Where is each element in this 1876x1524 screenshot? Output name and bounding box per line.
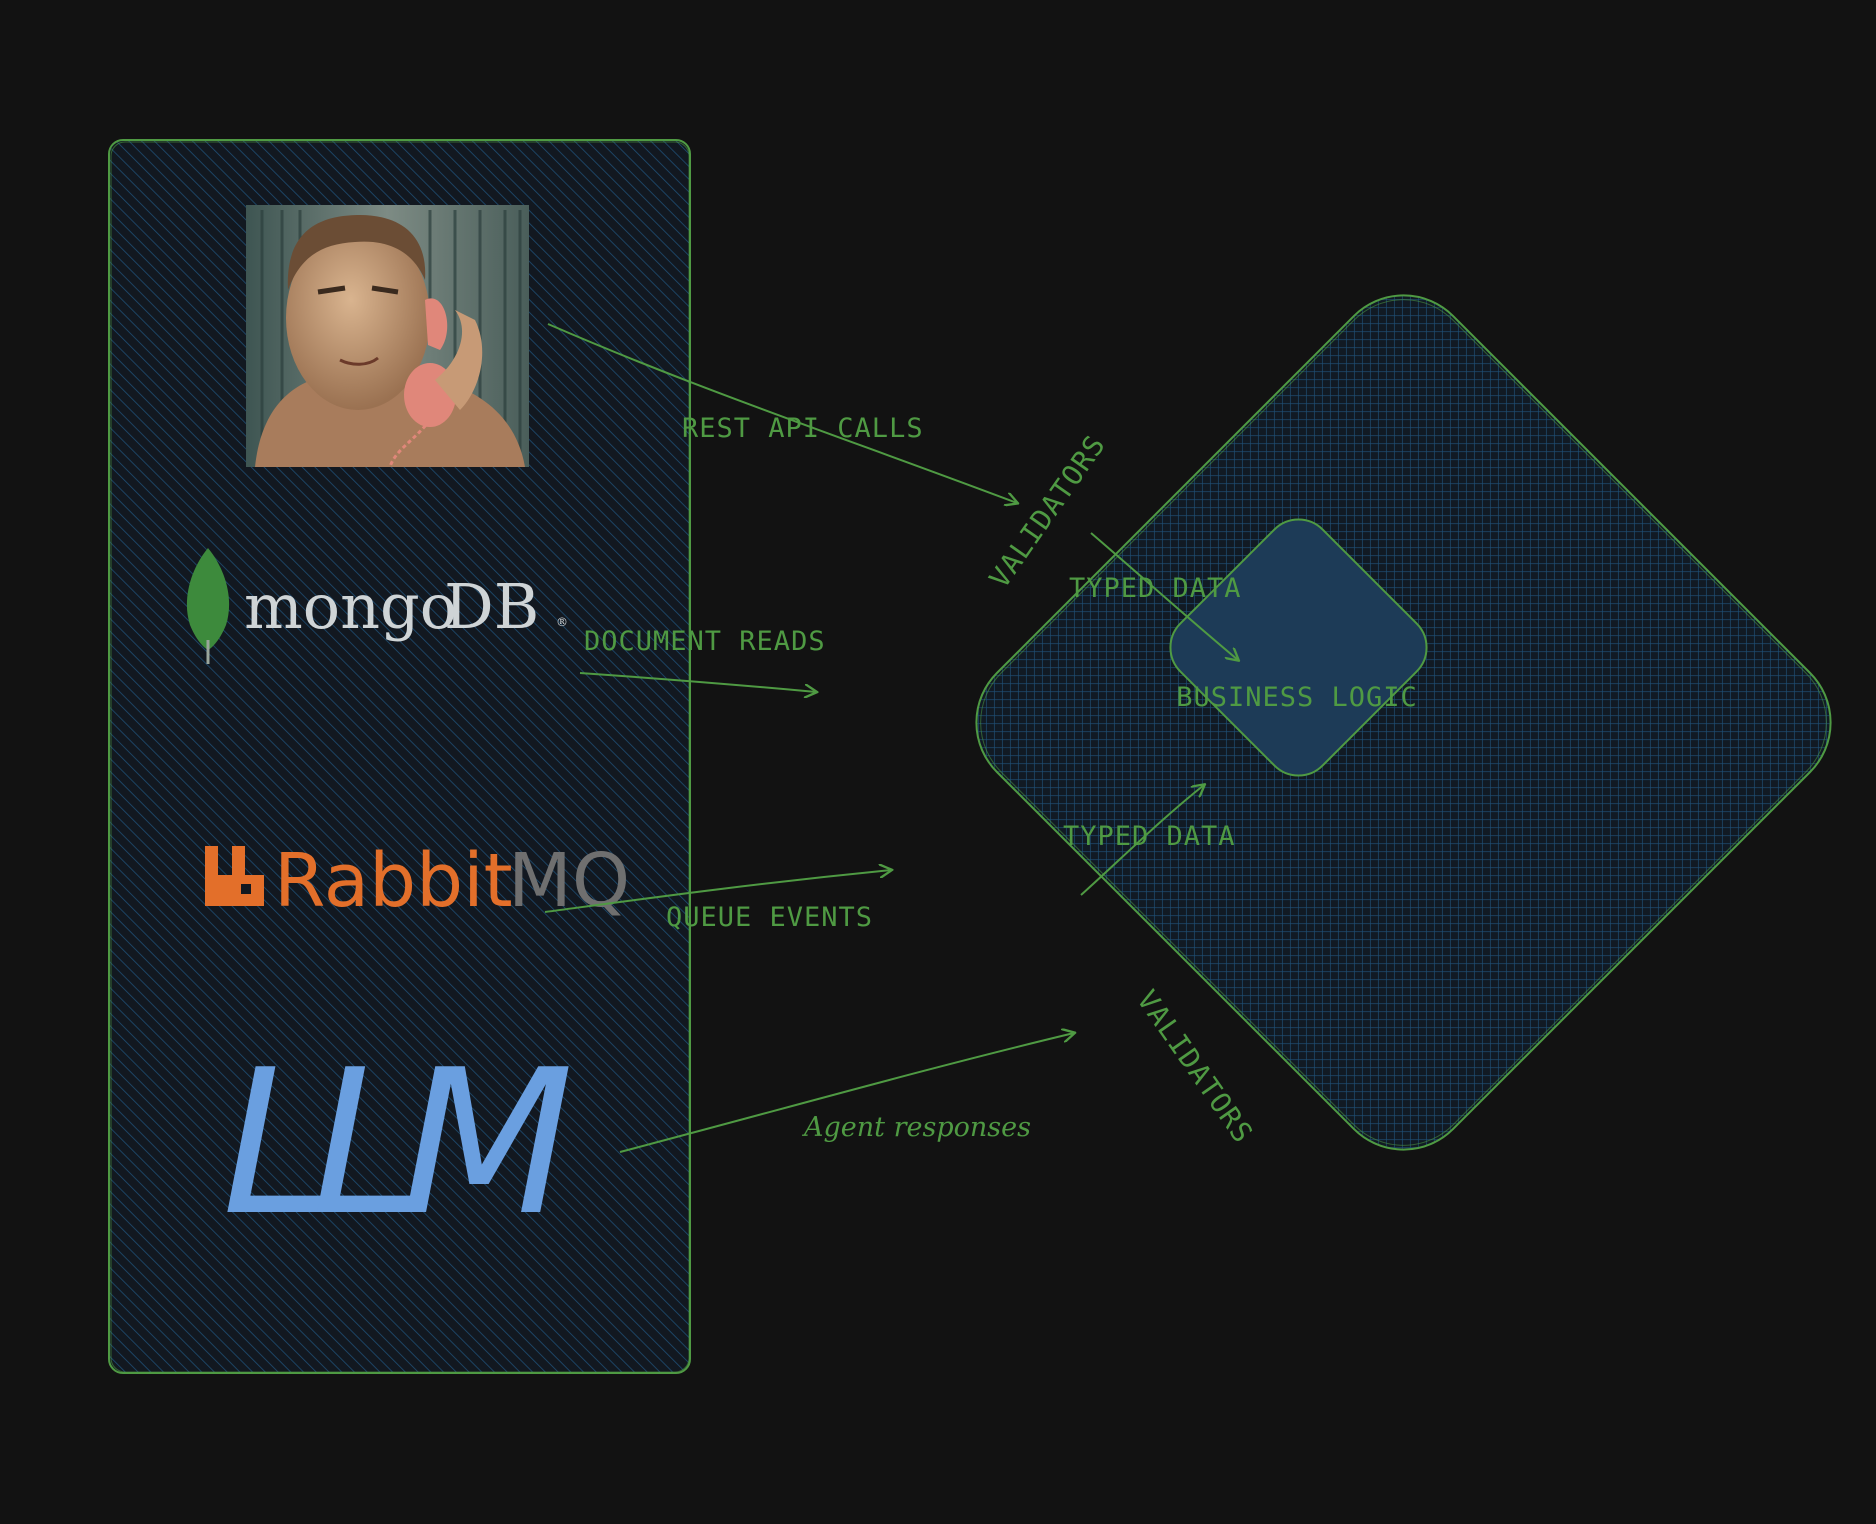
validators-layer	[975, 294, 1832, 1151]
mongodb-text: mongo	[244, 570, 457, 643]
agent-responses-arrow	[619, 1033, 1074, 1153]
portrait-image	[246, 205, 529, 468]
typed-data-top-arrow	[1090, 532, 1238, 660]
rabbitmq-text: Rabbit	[274, 838, 513, 924]
mongodb-registered-mark: ®	[556, 615, 568, 629]
document-reads-label: DOCUMENT READS	[584, 626, 826, 657]
queue-events-arrow	[544, 870, 891, 913]
rabbitmq-logo: Rabbit MQ	[205, 838, 630, 924]
mongodb-leaf-icon	[186, 548, 230, 650]
typed-data-bottom-arrow	[1080, 785, 1204, 896]
mongodb-logo: mongo DB ®	[186, 548, 568, 664]
llm-label: LLM	[222, 1027, 592, 1260]
business-logic-label: BUSINESS LOGIC	[1176, 682, 1418, 713]
rabbitmq-text-accent: MQ	[508, 838, 630, 924]
typed-data-bottom-label: TYPED DATA	[1063, 821, 1236, 852]
edges	[544, 323, 1238, 1153]
llm-label-group: LLM	[222, 1027, 592, 1260]
mongodb-text-accent: DB	[444, 570, 539, 643]
rest-api-calls-label: REST API CALLS	[682, 413, 924, 444]
validators-top-label: VALIDATORS	[983, 429, 1112, 594]
document-reads-arrow	[579, 672, 816, 692]
typed-data-top-label: TYPED DATA	[1069, 573, 1242, 604]
queue-events-label: QUEUE EVENTS	[666, 902, 873, 933]
agent-responses-label: Agent responses	[801, 1112, 1031, 1143]
rest-api-arrow	[547, 323, 1017, 503]
business-logic-core: BUSINESS LOGIC	[1169, 518, 1428, 777]
